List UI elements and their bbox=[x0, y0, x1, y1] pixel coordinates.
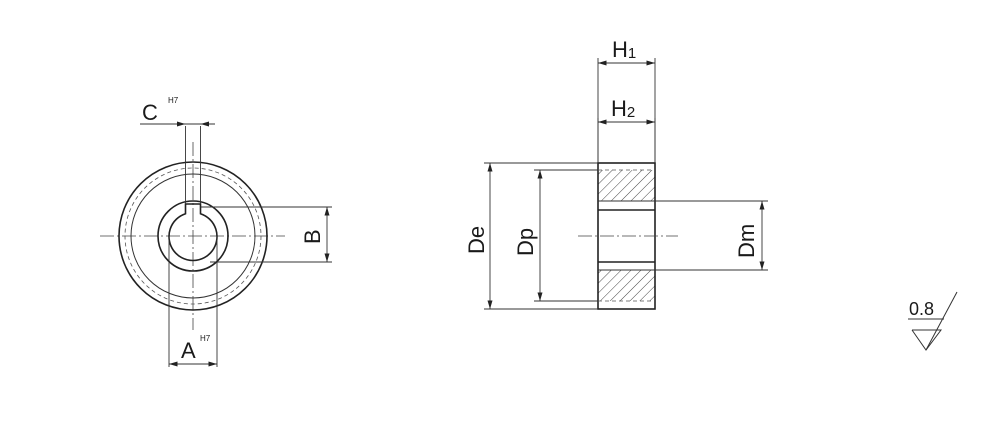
c-arrow-right bbox=[200, 121, 209, 127]
surface-finish-tail bbox=[925, 291, 958, 351]
surface-finish-symbol: 0.8 bbox=[908, 291, 958, 351]
c-tolerance: H7 bbox=[168, 96, 179, 105]
de-arrow-bottom bbox=[487, 300, 493, 309]
surface-finish-value: 0.8 bbox=[909, 299, 934, 319]
outer-circle bbox=[118, 161, 268, 311]
h2-arrow-left bbox=[598, 119, 607, 125]
de-arrow-top bbox=[487, 163, 493, 172]
dp-arrow-top bbox=[537, 170, 543, 179]
hub-circle bbox=[157, 200, 229, 272]
dp-label: Dp bbox=[513, 228, 538, 256]
h1-arrow-left bbox=[598, 60, 607, 66]
dm-label: Dm bbox=[734, 224, 759, 258]
h1-label: H1 bbox=[612, 37, 636, 62]
h2-arrow-right bbox=[646, 119, 655, 125]
side-view: H1 H2 De Dp Dm bbox=[464, 37, 768, 310]
a-tolerance: H7 bbox=[200, 334, 211, 343]
surface-finish-triangle bbox=[911, 329, 942, 351]
h2-label: H2 bbox=[611, 96, 635, 121]
root-circle-hidden bbox=[124, 167, 262, 305]
c-arrow-left bbox=[177, 121, 186, 127]
b-label: B bbox=[300, 229, 325, 244]
a-arrow-left bbox=[169, 361, 178, 367]
c-label: C bbox=[142, 100, 158, 125]
b-arrow-bottom bbox=[324, 253, 330, 262]
dm-arrow-bottom bbox=[759, 261, 765, 270]
dm-arrow-top bbox=[759, 201, 765, 210]
h1-arrow-right bbox=[646, 60, 655, 66]
bore-with-keyway bbox=[168, 203, 218, 262]
inner-tooth-circle bbox=[130, 173, 256, 299]
de-label: De bbox=[464, 226, 489, 254]
upper-hatched-section bbox=[598, 170, 655, 201]
lower-hatched-section bbox=[598, 270, 655, 301]
a-label: A bbox=[181, 338, 196, 363]
a-arrow-right bbox=[208, 361, 217, 367]
dp-arrow-bottom bbox=[537, 292, 543, 301]
front-view: C H7 A H7 B bbox=[100, 96, 332, 367]
b-arrow-top bbox=[324, 207, 330, 216]
